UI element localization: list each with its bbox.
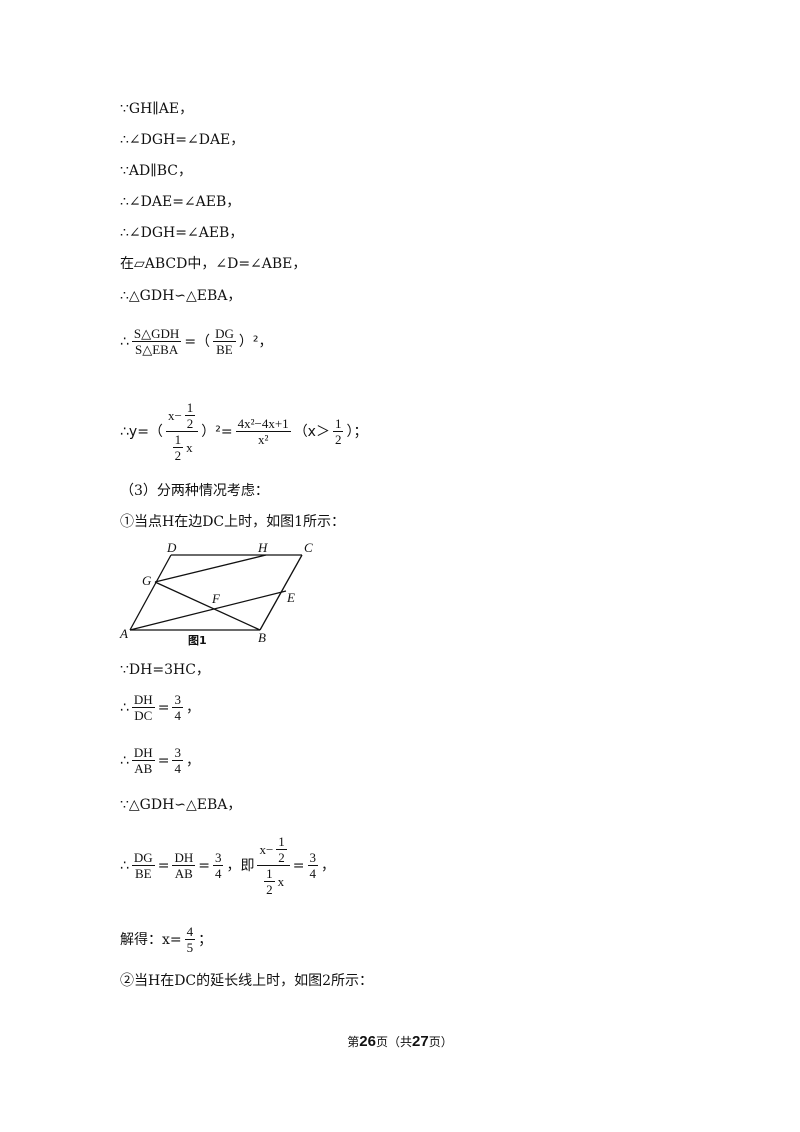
label-c: C: [304, 540, 313, 555]
label-g: G: [142, 573, 152, 588]
label-h: H: [257, 540, 268, 555]
text-line: ∵AD∥BC，: [120, 163, 192, 179]
text-line: ∴△GDH∽△EBA，: [120, 288, 242, 304]
page-total: 27: [412, 1033, 429, 1050]
label-a: A: [119, 626, 128, 641]
text-line: ∵DH=3HC，: [120, 662, 210, 678]
label-f: F: [211, 591, 221, 606]
fraction: 4x²−4x+1 x²: [235, 416, 291, 447]
figure-caption: 图1: [188, 634, 207, 647]
equation-area-ratio: ∴ S△GDH S△EBA =（ DG BE ）²，: [120, 326, 273, 357]
equation-ratio-chain: ∴ DG BE = DH AB = 3 4 ，即 x− 1 2: [120, 834, 336, 897]
segment-gb: [154, 581, 261, 631]
text-line: ∴∠DGH=∠AEB，: [120, 225, 244, 241]
text-line: ②当H在DC的延长线上时，如图2所示：: [120, 973, 374, 989]
fraction: DG BE: [213, 326, 236, 357]
complex-fraction: x− 1 2 1 2 x: [165, 400, 199, 463]
fraction: 1 2: [332, 416, 344, 447]
segment-gh: [154, 554, 267, 583]
equation-dh-dc: ∴ DH DC = 3 4 ，: [120, 692, 200, 723]
label-b: B: [258, 630, 266, 645]
text-line: ∵△GDH∽△EBA，: [120, 797, 242, 813]
page-footer: 第26页（共27页）: [347, 1033, 453, 1050]
side-ad: [129, 554, 172, 631]
page-number: 26: [359, 1033, 376, 1050]
text-line: （3）分两种情况考虑：: [120, 483, 269, 499]
complex-fraction: x− 1 2 1 2 x: [257, 834, 290, 897]
equation-dh-ab: ∴ DH AB = 3 4 ，: [120, 745, 200, 776]
label-d: D: [166, 540, 177, 555]
equation-y-expression: ∴y=（ x− 1 2 1 2 x ）²= 4x²−4x+1 x² （x＞: [120, 400, 368, 463]
segment-ae: [129, 590, 287, 631]
fraction: S△GDH S△EBA: [131, 326, 182, 357]
text-line: ∴∠DAE=∠AEB，: [120, 194, 241, 210]
text-line: 在▱ABCD中，∠D=∠ABE，: [120, 256, 307, 272]
equation-solution: 解得：x= 4 5 ；: [120, 924, 213, 955]
text-line: ∴∠DGH=∠DAE，: [120, 132, 245, 148]
text-line: ①当点H在边DC上时，如图1所示：: [120, 514, 346, 530]
figure-1-parallelogram: A B C D E F G H 图1: [119, 540, 313, 647]
label-e: E: [286, 590, 295, 605]
text-line: ∵GH∥AE，: [120, 101, 194, 117]
